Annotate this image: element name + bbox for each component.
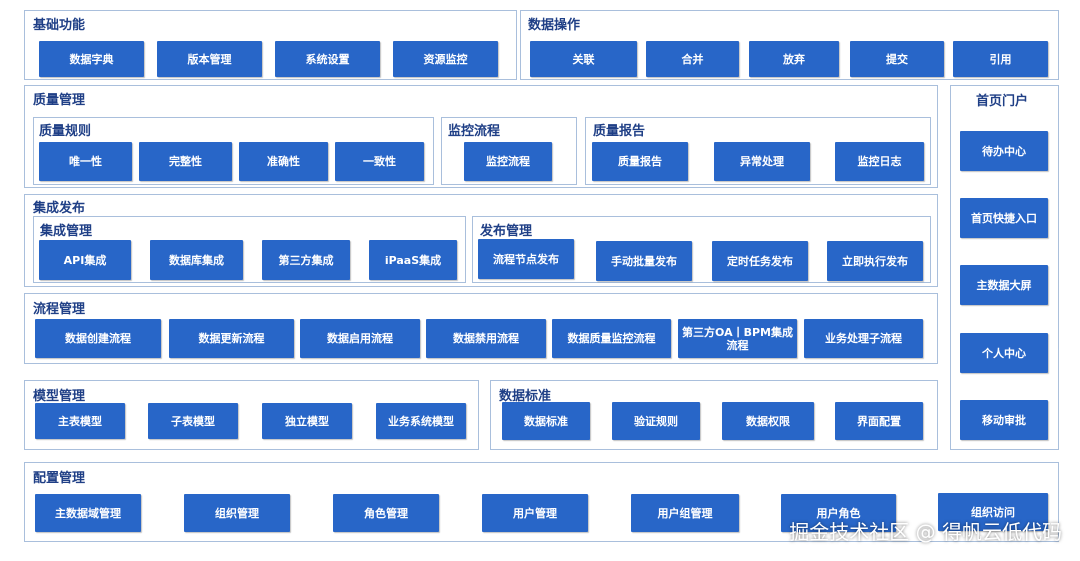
ui-config-button[interactable]: 界面配置	[835, 402, 923, 440]
data-operations-title: 数据操作	[528, 18, 581, 33]
quality-management-title: 质量管理	[33, 93, 86, 108]
third-party-integration-button[interactable]: 第三方集成	[262, 240, 350, 280]
home-portal-title: 首页门户	[976, 94, 1029, 109]
independent-model-button[interactable]: 独立模型	[262, 403, 352, 439]
reference-button[interactable]: 引用	[953, 41, 1048, 77]
basic-functions-title: 基础功能	[33, 18, 86, 33]
data-update-process-button[interactable]: 数据更新流程	[169, 319, 294, 358]
model-management-title: 模型管理	[33, 389, 86, 404]
accuracy-button[interactable]: 准确性	[239, 142, 328, 181]
system-settings-button[interactable]: 系统设置	[275, 41, 380, 77]
data-disable-process-button[interactable]: 数据禁用流程	[426, 319, 546, 358]
business-system-model-button[interactable]: 业务系统模型	[376, 403, 466, 439]
mobile-approval-button[interactable]: 移动审批	[960, 400, 1048, 440]
config-management-title: 配置管理	[33, 471, 86, 486]
quality-report-button[interactable]: 质量报告	[592, 142, 688, 181]
completeness-button[interactable]: 完整性	[139, 142, 232, 181]
monitor-process-title: 监控流程	[448, 124, 501, 139]
organization-access-button[interactable]: 组织访问	[938, 493, 1048, 531]
immediate-publish-button[interactable]: 立即执行发布	[827, 241, 923, 281]
api-integration-button[interactable]: API集成	[39, 240, 131, 280]
process-management-title: 流程管理	[33, 302, 86, 317]
watermark: 掘金技术社区 @ 得帆云低代码	[789, 520, 1062, 544]
sub-table-model-button[interactable]: 子表模型	[148, 403, 238, 439]
data-standard-button[interactable]: 数据标准	[502, 402, 590, 440]
resource-monitor-button[interactable]: 资源监控	[393, 41, 498, 77]
manual-batch-publish-button[interactable]: 手动批量发布	[596, 241, 692, 281]
exception-handling-button[interactable]: 异常处理	[714, 142, 810, 181]
publish-management-title: 发布管理	[480, 224, 533, 239]
abandon-button[interactable]: 放弃	[749, 41, 839, 77]
todo-center-button[interactable]: 待办中心	[960, 131, 1048, 171]
organization-management-button[interactable]: 组织管理	[184, 494, 290, 532]
scheduled-task-publish-button[interactable]: 定时任务发布	[712, 241, 808, 281]
third-party-oa-bpm-process-button[interactable]: 第三方OA丨BPM集成流程	[678, 319, 797, 358]
validation-rule-button[interactable]: 验证规则	[612, 402, 700, 440]
associate-button[interactable]: 关联	[530, 41, 637, 77]
role-management-button[interactable]: 角色管理	[333, 494, 439, 532]
business-subprocess-button[interactable]: 业务处理子流程	[804, 319, 923, 358]
version-management-button[interactable]: 版本管理	[157, 41, 262, 77]
quality-rules-title: 质量规则	[39, 124, 92, 139]
home-shortcut-button[interactable]: 首页快捷入口	[960, 198, 1048, 238]
quality-report-title: 质量报告	[593, 124, 646, 139]
process-node-publish-button[interactable]: 流程节点发布	[478, 239, 574, 279]
consistency-button[interactable]: 一致性	[335, 142, 424, 181]
user-role-button[interactable]: 用户角色	[781, 494, 896, 532]
user-management-button[interactable]: 用户管理	[482, 494, 588, 532]
main-table-model-button[interactable]: 主表模型	[35, 403, 125, 439]
uniqueness-button[interactable]: 唯一性	[39, 142, 132, 181]
master-data-domain-button[interactable]: 主数据域管理	[35, 494, 141, 532]
integration-management-title: 集成管理	[40, 224, 93, 239]
data-enable-process-button[interactable]: 数据启用流程	[300, 319, 420, 358]
user-group-management-button[interactable]: 用户组管理	[631, 494, 739, 532]
master-data-screen-button[interactable]: 主数据大屏	[960, 265, 1048, 305]
merge-button[interactable]: 合并	[646, 41, 739, 77]
database-integration-button[interactable]: 数据库集成	[150, 240, 243, 280]
ipaas-integration-button[interactable]: iPaaS集成	[369, 240, 457, 280]
submit-button[interactable]: 提交	[850, 41, 944, 77]
data-permission-button[interactable]: 数据权限	[722, 402, 814, 440]
data-creation-process-button[interactable]: 数据创建流程	[35, 319, 161, 358]
data-quality-monitor-process-button[interactable]: 数据质量监控流程	[552, 319, 671, 358]
integration-publish-title: 集成发布	[33, 201, 86, 216]
data-standard-title: 数据标准	[499, 389, 552, 404]
monitor-log-button[interactable]: 监控日志	[835, 142, 924, 181]
data-dictionary-button[interactable]: 数据字典	[39, 41, 144, 77]
personal-center-button[interactable]: 个人中心	[960, 333, 1048, 373]
monitor-process-button[interactable]: 监控流程	[464, 142, 552, 181]
